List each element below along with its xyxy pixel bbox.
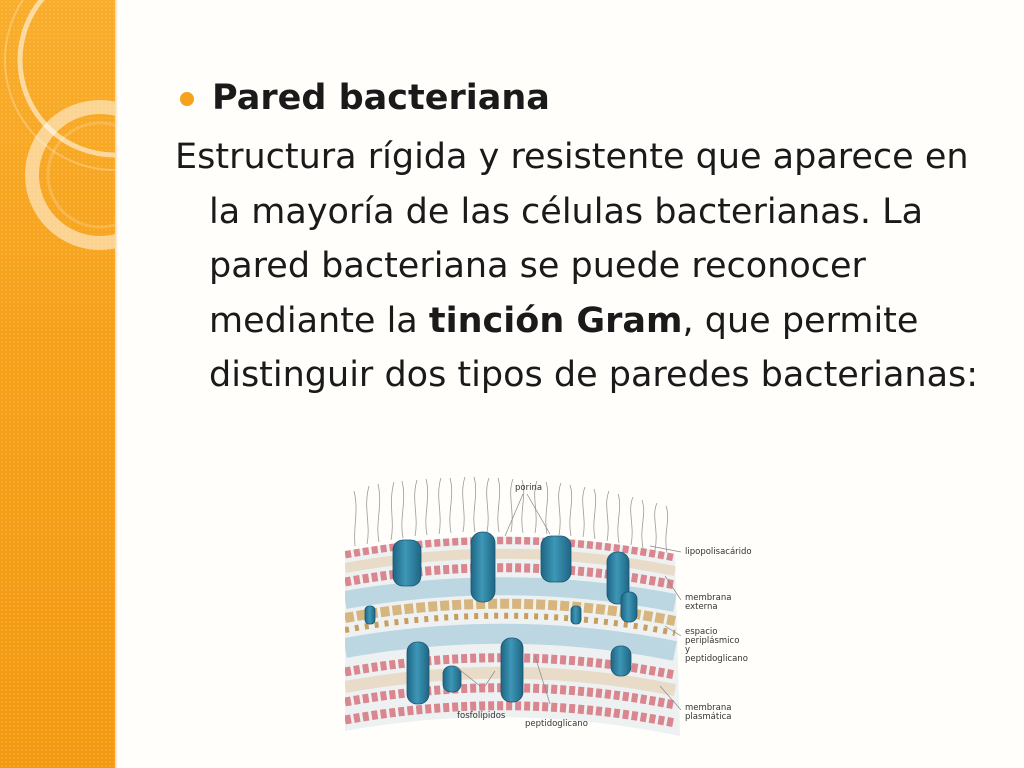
slide-content: Pared bacteriana Estructura rígida y res… [175, 72, 995, 403]
slide-heading: Pared bacteriana [212, 78, 550, 118]
paragraph-text-2: , que permite distinguir dos tipos de pa… [209, 300, 979, 396]
paragraph-emphasis: tinción Gram [428, 300, 683, 341]
cell-wall-diagram: porina lipopolisacárido membrana externa… [345, 476, 760, 746]
label-membrana-plasmatica-2: plasmática [685, 712, 732, 722]
label-peptidoglicano: peptidoglicano [525, 719, 588, 729]
heading-bullet: Pared bacteriana [175, 72, 995, 124]
bullet-dot-icon [180, 92, 194, 106]
label-porina: porina [515, 483, 543, 493]
slide-paragraph: Estructura rígida y resistente que apare… [175, 130, 995, 403]
label-espacio-1: espacio [685, 627, 718, 637]
label-espacio-3: y [685, 645, 691, 655]
outer-membrane [345, 536, 676, 590]
label-membrana-externa-1: membrana [685, 593, 732, 603]
label-espacio-4: peptidoglicano [685, 654, 748, 664]
label-espacio-2: periplásmico [685, 636, 740, 646]
peptidoglycan-layer [345, 598, 676, 636]
label-fosfolipidos: fosfolípidos [457, 711, 506, 721]
label-leader-lines [454, 493, 682, 711]
lipopolysaccharide-strands [353, 476, 669, 554]
band-edge [115, 0, 118, 768]
membrane-proteins [364, 531, 638, 705]
decorative-side-band [0, 0, 115, 768]
decorative-circles [4, 0, 115, 250]
label-lipopolisacarido: lipopolisacárido [685, 547, 752, 557]
label-membrana-externa-2: externa [685, 602, 718, 612]
label-membrana-plasmatica-1: membrana [685, 703, 732, 713]
paragraph-text-1: Estructura rígida y resistente que apare… [175, 137, 969, 341]
cell-wall-illustration [345, 476, 682, 736]
